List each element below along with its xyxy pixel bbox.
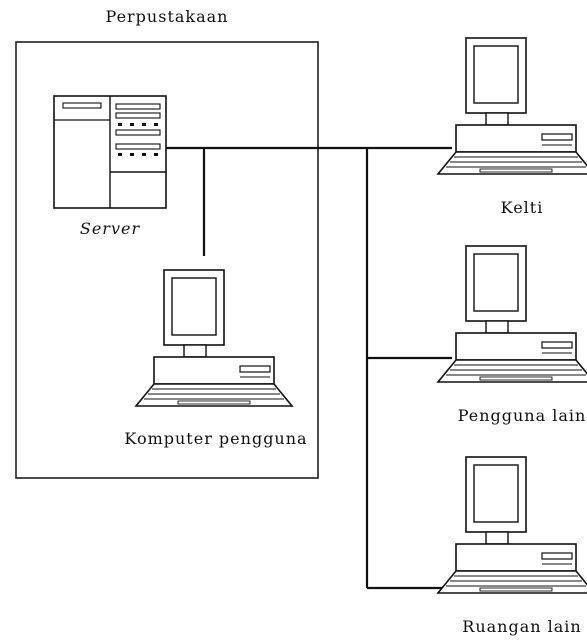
other-user-label: Pengguna lain — [458, 406, 587, 425]
library-label: Perpustakaan — [106, 7, 229, 26]
other-user-computer-icon — [437, 245, 587, 383]
other-room-computer-icon — [437, 456, 587, 594]
user-computer-icon — [135, 269, 293, 407]
other-room-label: Ruangan lain — [462, 617, 581, 636]
kelti-computer-icon — [437, 37, 587, 175]
server-icon — [53, 95, 167, 209]
user-computer-label: Komputer pengguna — [124, 429, 307, 448]
library-room: Perpustakaan — [15, 7, 319, 479]
server-label: Server — [80, 219, 141, 238]
kelti-label: Kelti — [501, 198, 544, 217]
network-cable — [166, 146, 452, 590]
